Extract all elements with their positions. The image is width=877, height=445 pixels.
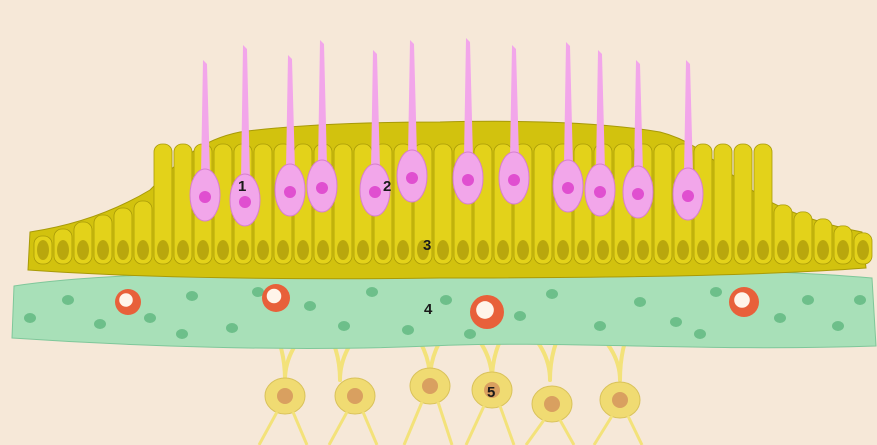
supporting-cell-nucleus — [97, 240, 109, 260]
supporting-cell-nucleus — [477, 240, 489, 260]
supporting-cell-nucleus — [117, 240, 129, 260]
supporting-cell-nucleus — [337, 240, 349, 260]
label-3: 3 — [423, 237, 431, 254]
receptor-nucleus — [632, 188, 644, 200]
supporting-cell-nucleus — [357, 240, 369, 260]
supporting-cell-nucleus — [737, 240, 749, 260]
supporting-cell-nucleus — [517, 240, 529, 260]
lamina-cell-dot — [24, 313, 36, 323]
label-1: 1 — [238, 178, 246, 195]
supporting-cell-nucleus — [677, 240, 689, 260]
lamina-cell-dot — [366, 287, 378, 297]
lamina-cell-dot — [94, 319, 106, 329]
lamina-cell-dot — [710, 287, 722, 297]
lamina-cell-dot — [774, 313, 786, 323]
supporting-cell-nucleus — [217, 240, 229, 260]
blood-vessel-lumen — [267, 289, 282, 304]
supporting-cell-nucleus — [57, 240, 69, 260]
lamina-cell-dot — [802, 295, 814, 305]
supporting-cell-nucleus — [277, 240, 289, 260]
neuron-nucleus — [544, 396, 560, 412]
lamina-cell-dot — [514, 311, 526, 321]
supporting-cell-nucleus — [757, 240, 769, 260]
lamina-cell-dot — [634, 297, 646, 307]
supporting-cell-nucleus — [637, 240, 649, 260]
supporting-cell-nucleus — [817, 240, 829, 260]
supporting-cell-nucleus — [37, 240, 49, 260]
blood-vessel-lumen — [734, 292, 750, 308]
blood-vessel-lumen — [476, 301, 494, 319]
supporting-cell-nucleus — [257, 240, 269, 260]
lamina-cell-dot — [338, 321, 350, 331]
receptor-nucleus — [562, 182, 574, 194]
neuron-nucleus — [422, 378, 438, 394]
lamina-cell-dot — [304, 301, 316, 311]
receptor-nucleus — [508, 174, 520, 186]
lamina-cell-dot — [144, 313, 156, 323]
supporting-cell-nucleus — [377, 240, 389, 260]
supporting-cell-nucleus — [837, 240, 849, 260]
supporting-cell-nucleus — [577, 240, 589, 260]
receptor-nucleus — [284, 186, 296, 198]
neuron-nucleus — [277, 388, 293, 404]
supporting-cell-nucleus — [597, 240, 609, 260]
lamina-cell-dot — [186, 291, 198, 301]
lamina-cell-dot — [670, 317, 682, 327]
lamina-cell-dot — [252, 287, 264, 297]
supporting-cell-nucleus — [317, 240, 329, 260]
lamina-cell-dot — [176, 329, 188, 339]
receptor-nucleus — [316, 182, 328, 194]
receptor-nucleus — [682, 190, 694, 202]
supporting-cell-nucleus — [437, 240, 449, 260]
lamina-cell-dot — [832, 321, 844, 331]
supporting-cell-nucleus — [657, 240, 669, 260]
receptor-nucleus — [462, 174, 474, 186]
lamina-cell-dot — [440, 295, 452, 305]
supporting-cell-nucleus — [717, 240, 729, 260]
supporting-cell-nucleus — [397, 240, 409, 260]
lamina-cell-dot — [594, 321, 606, 331]
receptor-nucleus — [594, 186, 606, 198]
supporting-cell-nucleus — [177, 240, 189, 260]
label-4: 4 — [424, 301, 433, 318]
supporting-cell-nucleus — [237, 240, 249, 260]
supporting-cell-nucleus — [537, 240, 549, 260]
supporting-cell-nucleus — [557, 240, 569, 260]
supporting-cell-nucleus — [137, 240, 149, 260]
supporting-cell-nucleus — [77, 240, 89, 260]
label-5: 5 — [487, 384, 495, 401]
supporting-cell-nucleus — [297, 240, 309, 260]
lamina-cell-dot — [464, 329, 476, 339]
neuron-nucleus — [347, 388, 363, 404]
neuron-nucleus — [612, 392, 628, 408]
supporting-cell-nucleus — [497, 240, 509, 260]
supporting-cell-nucleus — [797, 240, 809, 260]
supporting-cell-nucleus — [197, 240, 209, 260]
lamina-cell-dot — [402, 325, 414, 335]
receptor-nucleus — [199, 191, 211, 203]
label-2: 2 — [383, 178, 391, 195]
supporting-cell-nucleus — [617, 240, 629, 260]
receptor-nucleus — [406, 172, 418, 184]
lamina-cell-dot — [694, 329, 706, 339]
lamina-cell-dot — [62, 295, 74, 305]
supporting-cell-nucleus — [857, 240, 869, 260]
supporting-cell-nucleus — [777, 240, 789, 260]
blood-vessel-lumen — [119, 293, 133, 307]
lamina-cell-dot — [854, 295, 866, 305]
receptor-nucleus — [369, 186, 381, 198]
supporting-cell-nucleus — [697, 240, 709, 260]
receptor-nucleus — [239, 196, 251, 208]
lamina-cell-dot — [546, 289, 558, 299]
supporting-cell-nucleus — [157, 240, 169, 260]
lamina-cell-dot — [226, 323, 238, 333]
supporting-cell-nucleus — [457, 240, 469, 260]
